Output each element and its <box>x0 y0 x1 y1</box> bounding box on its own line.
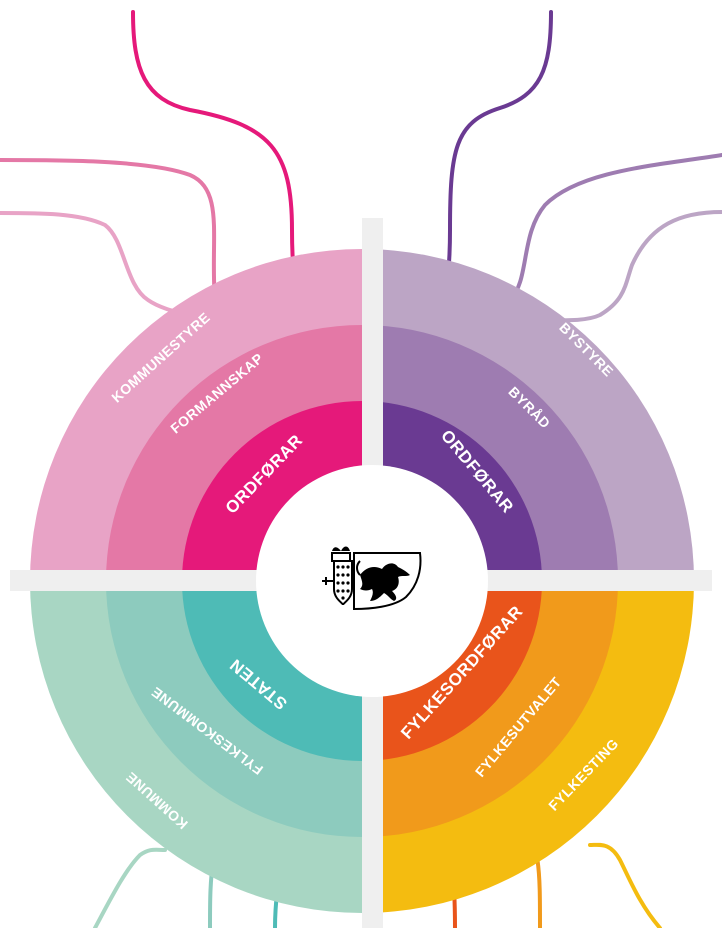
lead-line-tr-outer <box>538 210 722 323</box>
coat-of-arms-icon <box>322 546 422 611</box>
lead-lines <box>0 10 722 928</box>
lead-line-bl-outer <box>93 847 167 928</box>
lead-line-br-outer <box>588 842 662 928</box>
